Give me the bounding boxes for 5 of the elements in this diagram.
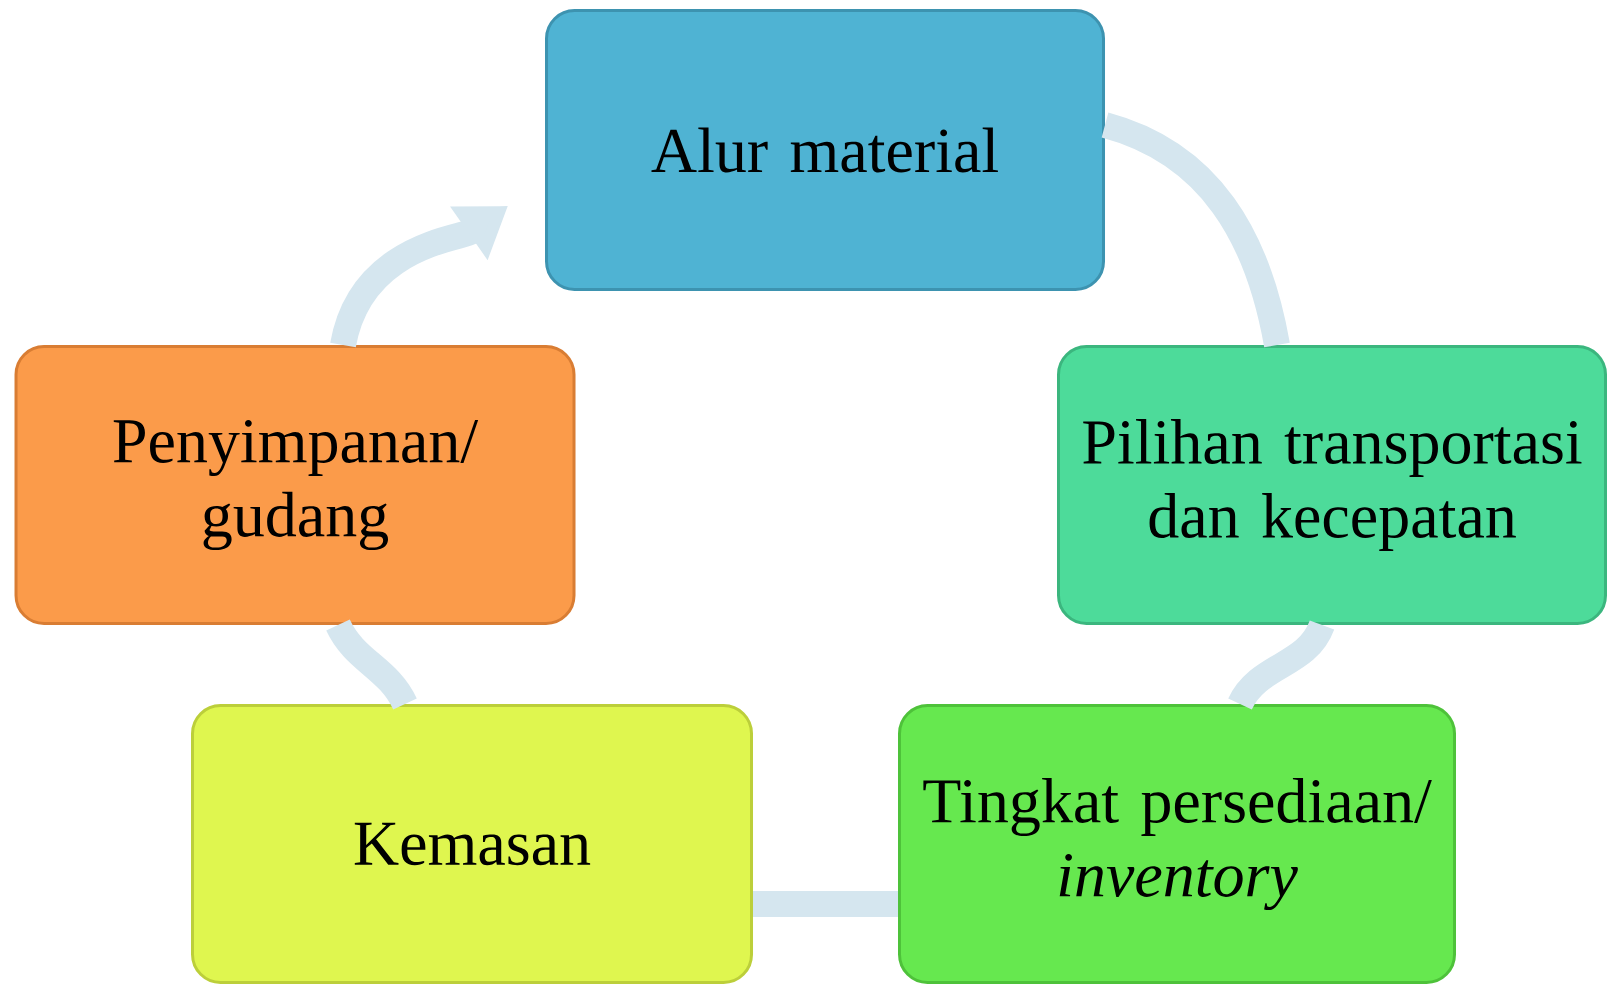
process-box: Pilihan transportasi dan kecepatan bbox=[1057, 345, 1607, 625]
process-box: Tingkat persediaan/ inventory bbox=[898, 704, 1456, 984]
process-box: Penyimpanan/ gudang bbox=[14, 345, 576, 625]
process-box: Alur material bbox=[545, 9, 1105, 291]
process-box: Kemasan bbox=[191, 704, 753, 984]
